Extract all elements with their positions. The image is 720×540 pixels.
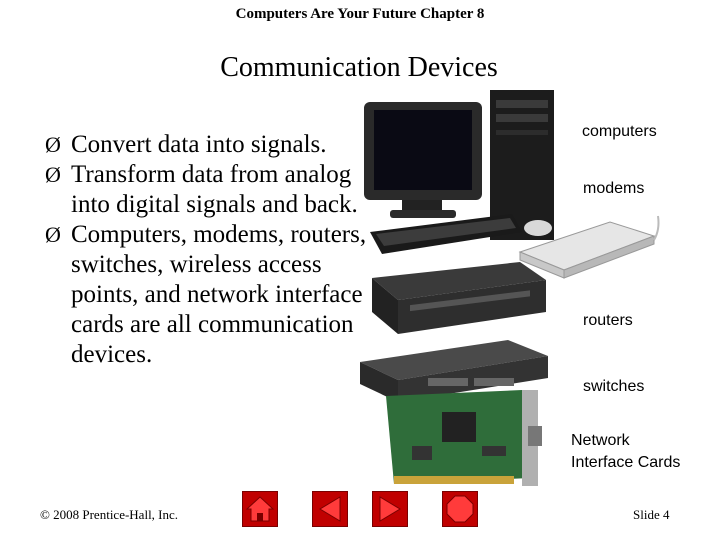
label-computers: computers (582, 123, 657, 140)
stop-button[interactable] (442, 491, 478, 527)
stop-icon (446, 495, 474, 523)
bullet-item: Ø Transform data from analog into digita… (45, 160, 375, 220)
bullet-text: Transform data from analog into digital … (71, 161, 358, 218)
router-image (372, 262, 546, 334)
label-nic-line2: Interface Cards (571, 454, 681, 471)
arrow-bullet-icon: Ø (45, 162, 61, 187)
bullet-item: Ø Computers, modems, routers, switches, … (45, 220, 375, 370)
arrow-bullet-icon: Ø (45, 222, 61, 247)
label-modems: modems (583, 180, 645, 197)
computer-image (364, 90, 554, 254)
course-header: Computers Are Your Future Chapter 8 (235, 6, 485, 22)
label-switches: switches (583, 378, 645, 395)
arrow-bullet-icon: Ø (45, 132, 61, 157)
copyright-notice: © 2008 Prentice-Hall, Inc. (40, 507, 179, 522)
modem-image (518, 215, 660, 279)
back-button[interactable] (312, 491, 348, 527)
bullet-list: Ø Convert data into signals. Ø Transform… (45, 130, 375, 370)
home-icon (245, 496, 275, 522)
slide-number: Slide 4 (633, 507, 670, 522)
switch-image (360, 340, 548, 402)
bullet-item: Ø Convert data into signals. (45, 130, 375, 160)
label-nic-line1: Network (571, 432, 630, 449)
back-arrow-icon (319, 496, 341, 522)
forward-button[interactable] (372, 491, 408, 527)
label-routers: routers (583, 312, 633, 329)
bullet-text: Convert data into signals. (71, 131, 327, 158)
label-network-interface-cards: Network Interface Cards (571, 430, 680, 474)
slide-title: Communication Devices (220, 52, 498, 83)
network-card-image (386, 390, 542, 486)
bullet-text: Computers, modems, routers, switches, wi… (71, 221, 367, 368)
forward-arrow-icon (379, 496, 401, 522)
home-button[interactable] (242, 491, 278, 527)
